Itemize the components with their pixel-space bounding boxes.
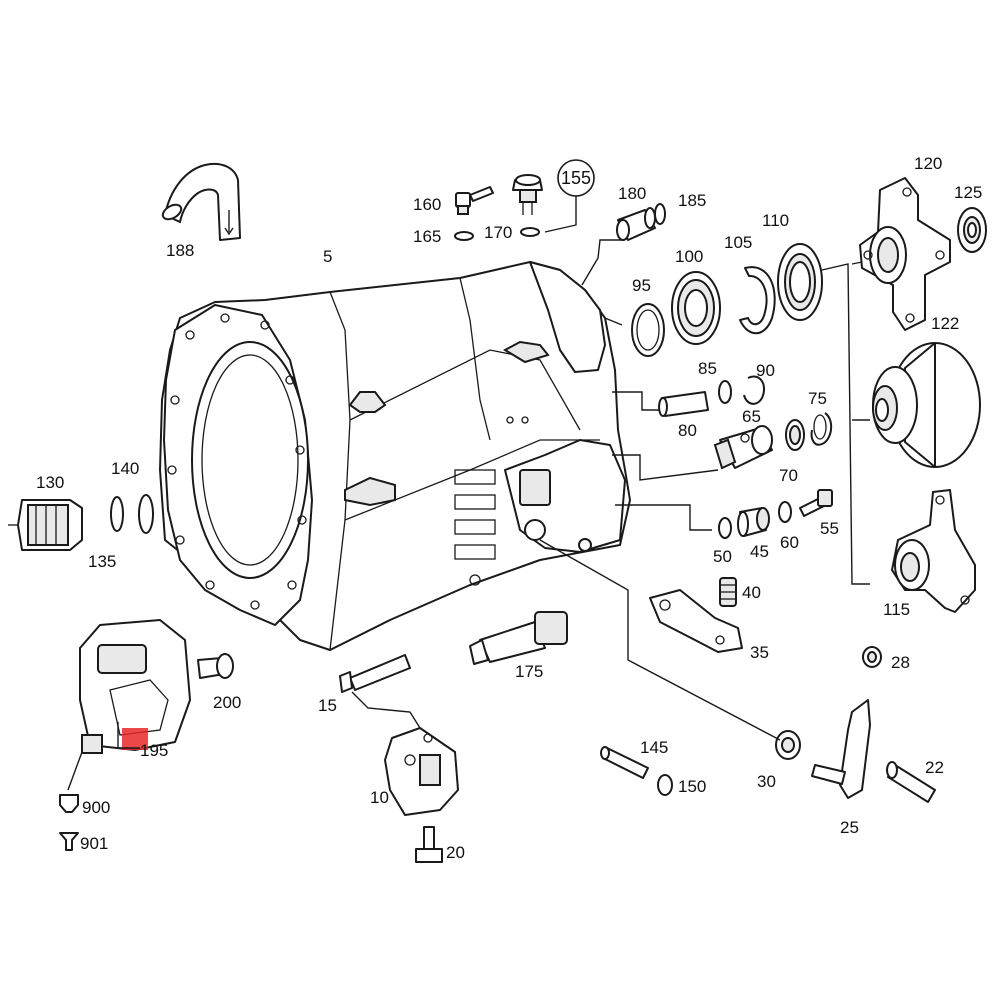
label-85: 85 xyxy=(698,359,717,378)
label-110: 110 xyxy=(762,211,789,230)
sensor-175 xyxy=(469,611,568,665)
label-70: 70 xyxy=(779,466,798,485)
label-900: 900 xyxy=(82,798,110,817)
label-20: 20 xyxy=(446,843,465,862)
label-15: 15 xyxy=(318,696,337,715)
label-65: 65 xyxy=(742,407,761,426)
o-ring-140 xyxy=(138,494,154,534)
transmission-housing xyxy=(159,261,631,651)
collar-nut-125 xyxy=(957,207,987,253)
spring-40 xyxy=(719,577,737,607)
label-100: 100 xyxy=(675,247,703,266)
label-30: 30 xyxy=(757,772,776,791)
label-125: 125 xyxy=(954,183,982,202)
label-55: 55 xyxy=(820,519,839,538)
o-ring-85 xyxy=(718,380,732,404)
label-200: 200 xyxy=(213,693,241,712)
connector-900 xyxy=(59,794,79,813)
leader-155 xyxy=(544,196,577,233)
bracket-10 xyxy=(384,727,459,816)
detent-lever-35 xyxy=(649,589,743,653)
plug-170 xyxy=(512,174,543,215)
leader-80 xyxy=(612,391,660,411)
label-90: 90 xyxy=(756,361,775,380)
pin-80 xyxy=(658,391,709,417)
plug-901 xyxy=(59,832,79,851)
label-130: 130 xyxy=(36,473,64,492)
label-10: 10 xyxy=(370,788,389,807)
shaft-22 xyxy=(886,761,936,803)
label-40: 40 xyxy=(742,583,761,602)
label-35: 35 xyxy=(750,643,769,662)
label-120: 120 xyxy=(914,154,942,173)
callout-labels: 5 10 15 20 22 25 28 30 35 40 45 50 55 60… xyxy=(36,154,982,862)
flange-115 xyxy=(891,489,976,613)
leader-900 xyxy=(67,751,83,791)
label-22: 22 xyxy=(925,758,944,777)
label-175: 175 xyxy=(515,662,543,681)
leader-65 xyxy=(612,454,719,481)
washer-170 xyxy=(520,227,540,237)
label-145: 145 xyxy=(640,738,668,757)
leader-shaft xyxy=(604,317,623,326)
highlight-195 xyxy=(122,728,148,750)
label-28: 28 xyxy=(891,653,910,672)
leader-15 xyxy=(351,691,421,729)
label-122: 122 xyxy=(931,314,959,333)
label-45: 45 xyxy=(750,542,769,561)
label-25: 25 xyxy=(840,818,859,837)
label-135: 135 xyxy=(88,552,116,571)
label-140: 140 xyxy=(111,459,139,478)
screw-200 xyxy=(197,653,234,679)
label-115: 115 xyxy=(883,600,910,619)
label-80: 80 xyxy=(678,421,697,440)
plug-180 xyxy=(616,203,666,241)
label-5: 5 xyxy=(323,247,332,266)
connector-130 xyxy=(8,499,83,551)
control-unit-195 xyxy=(79,619,191,754)
circlip-105 xyxy=(739,266,776,335)
label-60: 60 xyxy=(780,533,799,552)
label-170: 170 xyxy=(484,223,512,242)
label-50: 50 xyxy=(713,547,732,566)
bearing-100 xyxy=(671,271,721,345)
o-ring-50 xyxy=(718,517,732,539)
label-155: 155 xyxy=(561,168,591,188)
bolt-20 xyxy=(415,826,443,863)
rod-15 xyxy=(339,654,411,693)
label-160: 160 xyxy=(413,195,441,214)
selector-shaft-65 xyxy=(713,425,773,470)
plug-45 xyxy=(737,507,770,537)
label-185: 185 xyxy=(678,191,706,210)
washer-60 xyxy=(778,501,792,523)
label-150: 150 xyxy=(678,777,706,796)
oil-seal-110 xyxy=(777,243,823,321)
leader-180 xyxy=(581,239,623,286)
flange-120 xyxy=(859,177,951,331)
breather-hose-188 xyxy=(161,162,241,241)
ring-150 xyxy=(657,774,673,796)
label-105: 105 xyxy=(724,233,752,252)
bolt-55 xyxy=(799,489,833,517)
o-ring-135 xyxy=(110,496,124,532)
leader-195 xyxy=(117,722,140,749)
clip-90 xyxy=(743,375,766,405)
flange-122 xyxy=(872,342,981,468)
label-195: 195 xyxy=(140,741,168,760)
label-95: 95 xyxy=(632,276,651,295)
label-188: 188 xyxy=(166,241,194,260)
washer-165 xyxy=(454,231,474,241)
leader-50 xyxy=(615,504,712,531)
pin-145 xyxy=(600,746,649,779)
leader-30 xyxy=(539,539,781,741)
selector-lever-25 xyxy=(811,699,871,799)
leader-flange-bracket xyxy=(821,263,870,585)
label-180: 180 xyxy=(618,184,646,203)
label-165: 165 xyxy=(413,227,441,246)
vent-fitting-160 xyxy=(455,186,494,215)
label-75: 75 xyxy=(808,389,827,408)
label-901: 901 xyxy=(80,834,108,853)
